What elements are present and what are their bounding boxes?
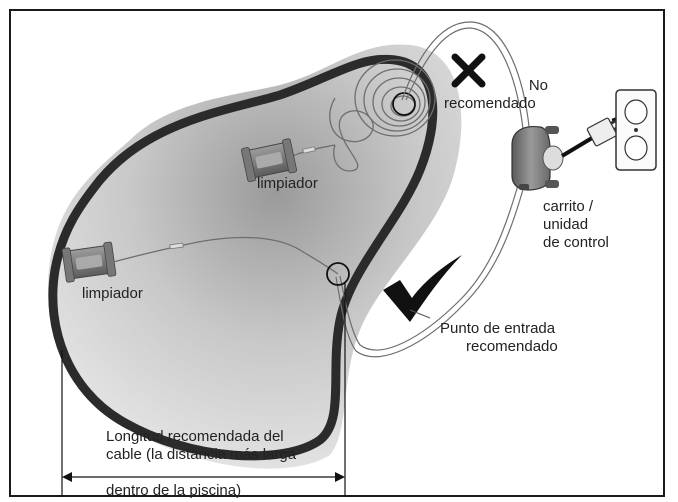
length-label-line3: dentro de la piscina) [106,482,241,500]
entry-label-line1: Punto de entrada [440,320,555,338]
not-recommended-label-line1: No [470,77,548,95]
cart-label-line1: carrito / [543,198,593,216]
cleaner-label-upper: limpiador [257,175,318,193]
entry-label-line2: recomendado [466,338,558,356]
wall-outlet [616,90,656,170]
cart-label-line3: de control [543,234,609,252]
length-label-line2: cable (la distancia más larga [106,446,296,464]
cart-label-line2: unidad [543,216,588,234]
control-unit-cart [512,126,563,190]
length-label-line1: Longitud recomendada del [106,428,284,446]
not-recommended-label-line2: recomendado [444,95,536,113]
cleaner-label-lower: limpiador [82,285,143,303]
